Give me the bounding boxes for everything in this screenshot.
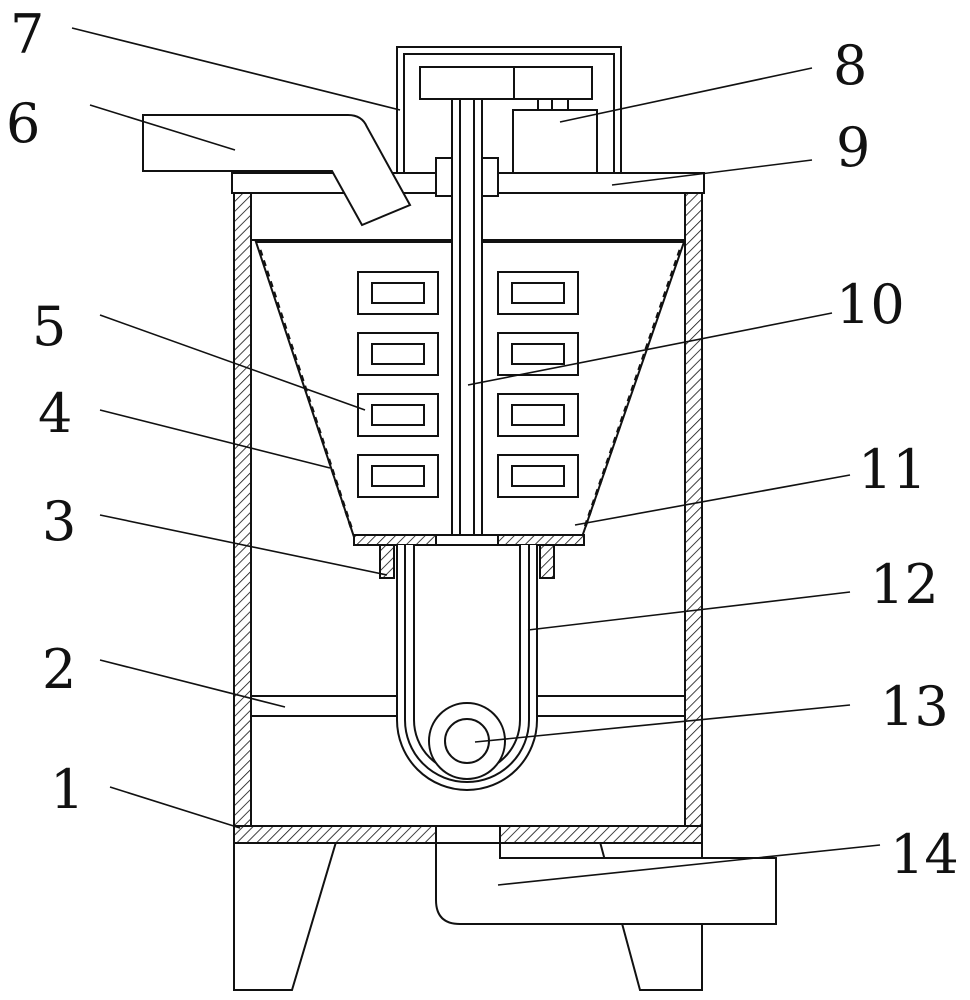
label-13: 13 <box>880 675 949 738</box>
label-4: 4 <box>38 382 72 445</box>
motor-housing <box>396 46 622 174</box>
u-tube <box>396 544 538 791</box>
label-5: 5 <box>32 295 66 358</box>
leader-lines <box>71 27 881 886</box>
label-10: 10 <box>836 273 905 336</box>
label-8: 8 <box>833 34 867 97</box>
label-3: 3 <box>42 490 76 553</box>
rotating-shaft <box>435 98 499 538</box>
blade-group <box>357 271 579 498</box>
label-7: 7 <box>10 3 44 66</box>
label-6: 6 <box>6 92 40 155</box>
label-14: 14 <box>890 823 959 886</box>
label-2: 2 <box>42 638 76 701</box>
label-12: 12 <box>870 553 939 616</box>
label-1: 1 <box>50 758 84 821</box>
label-9: 9 <box>836 116 870 179</box>
outlet-pipe <box>435 829 777 925</box>
label-11: 11 <box>858 438 927 501</box>
